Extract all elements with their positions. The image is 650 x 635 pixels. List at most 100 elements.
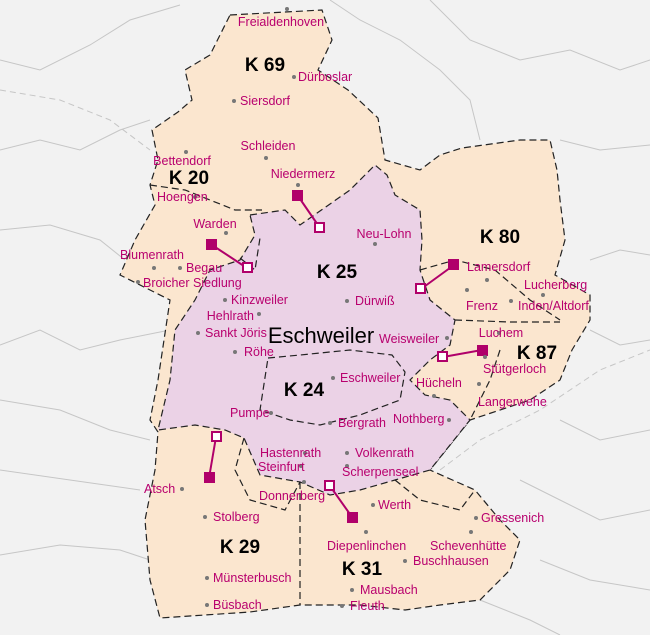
place-label: Weisweiler (379, 332, 439, 346)
place-label: Niedermerz (271, 167, 336, 181)
road-marker-k31 (324, 480, 358, 523)
district-label-k20: K 20 (169, 168, 209, 189)
road-marker-k80 (415, 259, 459, 294)
place-label: Stolberg (213, 510, 260, 524)
dot-kinzweiler (223, 298, 227, 302)
place-label: Donnerberg (259, 489, 325, 503)
place-label: Mausbach (360, 583, 418, 597)
place-label: Steinfurt (258, 460, 305, 474)
place-label: Fleuth (350, 599, 385, 613)
place-label: Bettendorf (153, 154, 211, 168)
place-label: Hehlrath (207, 309, 254, 323)
place-label: Luchem (479, 326, 523, 340)
place-label: Scherpenseel (342, 465, 418, 479)
place-label: Neu-Lohn (357, 227, 412, 241)
district-label-k29: K 29 (220, 537, 260, 558)
dot-niedermerz (296, 183, 300, 187)
district-label-k69: K 69 (245, 55, 285, 76)
place-label: Schleiden (241, 139, 296, 153)
dot-donnerberg (302, 480, 306, 484)
place-label: Atsch (144, 482, 175, 496)
place-label: Lamersdorf (467, 260, 531, 274)
place-label: Eschweiler (340, 371, 400, 385)
dot-huecheln (432, 394, 436, 398)
district-label-k24: K 24 (284, 380, 325, 401)
dot-frenz (465, 288, 469, 292)
city-region (157, 164, 471, 496)
dot-weisweiler (445, 336, 449, 340)
place-label: Röhe (244, 345, 274, 359)
place-label: Frenz (466, 299, 498, 313)
place-label: Broicher Siedlung (143, 276, 242, 290)
district-label-k25: K 25 (317, 262, 358, 283)
place-label: Kinzweiler (231, 293, 288, 307)
dot-duerwiss (345, 299, 349, 303)
road-marker-k87 (437, 345, 488, 362)
dot-hehlrath (257, 312, 261, 316)
dot-warden (224, 231, 228, 235)
place-label: Büsbach (213, 598, 262, 612)
place-label: Sankt Jöris (205, 326, 267, 340)
road-marker-k20 (206, 239, 253, 273)
district-label-k31: K 31 (342, 559, 383, 580)
dot-hoengen (193, 195, 197, 199)
place-labels: Freialdenhoven Dürboslar Siersdorf Schle… (120, 15, 589, 613)
dot-pumpe (269, 411, 273, 415)
dot-langerwehe (477, 382, 481, 386)
dot-volkenrath (345, 451, 349, 455)
dot-inden-altdorf (509, 299, 513, 303)
dot-siersdorf (232, 99, 236, 103)
dot-eschweiler (331, 376, 335, 380)
district-label-k80: K 80 (480, 227, 520, 248)
dot-bergrath (328, 421, 332, 425)
place-label: Dürboslar (298, 70, 352, 84)
dot-atsch (180, 487, 184, 491)
dot-broicher-siedlung (136, 280, 140, 284)
place-label: Hastenrath (260, 446, 321, 460)
road-marker-k29 (204, 431, 222, 483)
dot-nothberg (447, 418, 451, 422)
place-label: Begau (186, 261, 222, 275)
city-label: Eschweiler (268, 323, 374, 348)
dot-fleuth (340, 604, 344, 608)
place-label: Pumpe (230, 406, 270, 420)
place-label: Hoengen (157, 190, 208, 204)
dot-stolberg (203, 515, 207, 519)
dot-steinfurt (299, 464, 303, 468)
district-label-k87: K 87 (517, 343, 557, 364)
dot-duerboslar (292, 75, 296, 79)
place-label: Hücheln (416, 376, 462, 390)
dot-gressenich (474, 516, 478, 520)
dot-lamersdorf (485, 278, 489, 282)
place-label: Schevenhütte (430, 539, 506, 553)
dot-buschhausen (403, 559, 407, 563)
place-label: Dürwiß (355, 294, 395, 308)
place-label: Werth (378, 498, 411, 512)
route-markers (204, 190, 488, 523)
dot-diepenlinchen (364, 530, 368, 534)
dot-blumenrath (152, 266, 156, 270)
place-label: Lucherberg (524, 278, 587, 292)
district-labels: K 69 K 20 K 25 K 80 K 87 K 24 K 29 K 31 (169, 55, 557, 580)
dot-luchem (497, 331, 501, 335)
road-marker-k69 (292, 190, 325, 233)
dot-mausbach (350, 588, 354, 592)
place-label: Gressenich (481, 511, 544, 525)
dot-sankt-joeris (196, 331, 200, 335)
place-label: Blumenrath (120, 248, 184, 262)
dot-hastenrath (303, 451, 307, 455)
dot-roehe (233, 350, 237, 354)
place-label: Siersdorf (240, 94, 291, 108)
dot-scherpenseel (345, 464, 349, 468)
dot-werth (371, 503, 375, 507)
dot-schevenhuette (469, 530, 473, 534)
place-label: Münsterbusch (213, 571, 292, 585)
dot-buesbach (205, 603, 209, 607)
place-label: Buschhausen (413, 554, 489, 568)
dot-begau (178, 266, 182, 270)
place-label: Inden/Altdorf (518, 299, 589, 313)
dot-muensterbusch (205, 576, 209, 580)
dot-neu-lohn (373, 242, 377, 246)
dot-lucherberg (541, 293, 545, 297)
